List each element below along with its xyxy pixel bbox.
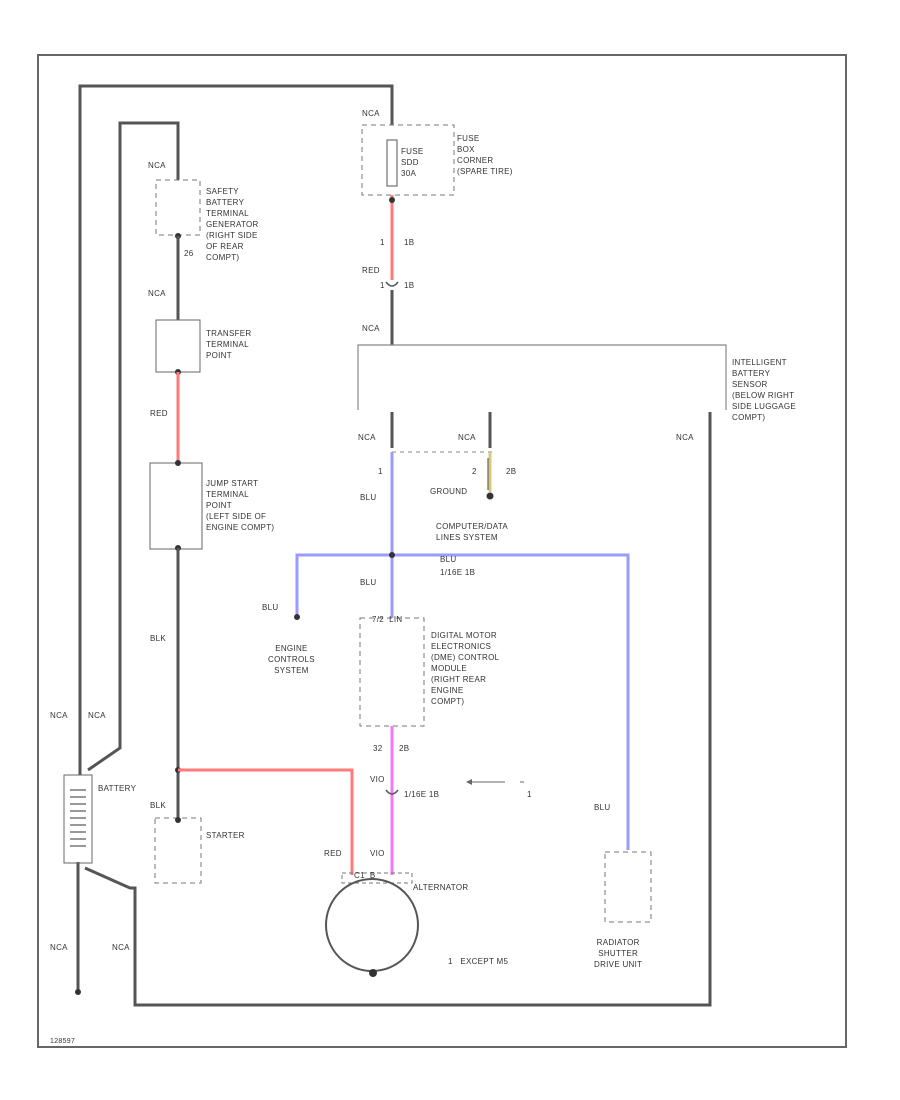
label-nca-left-2: NCA [88, 711, 106, 720]
wire-blue-bus [295, 553, 630, 850]
label-red-left: RED [150, 409, 168, 418]
starter [154, 817, 202, 884]
connector-symbol-vio [385, 789, 399, 795]
label-fuse-box: FUSE BOX CORNER (SPARE TIRE) [457, 134, 513, 176]
label-pin-1: 1 [378, 467, 383, 476]
label-dme: DIGITAL MOTOR ELECTRONICS (DME) CONTROL … [431, 631, 500, 706]
label-vio-1: VIO [370, 775, 385, 784]
label-radiator-shutter: RADIATOR SHUTTER DRIVE UNIT [594, 938, 643, 969]
transfer-terminal [155, 319, 201, 373]
battery-cells [70, 789, 86, 847]
label-computer-data-lines: COMPUTER/DATA LINES SYSTEM [436, 522, 509, 542]
label-fuse: FUSE SDD 30A [401, 147, 424, 178]
label-conn1-b: 1B [404, 238, 415, 247]
engine-controls-dot [294, 614, 300, 620]
ground-post-dot [75, 989, 81, 995]
label-blu-x: BLU [440, 555, 457, 564]
label-pin-2b-dme: 2B [399, 744, 410, 753]
connector-symbol [385, 281, 399, 287]
label-blu-1: BLU [360, 493, 377, 502]
arrow-head [466, 779, 472, 785]
label-pin-32: 32 [373, 744, 383, 753]
label-nca-fuse: NCA [362, 109, 380, 118]
label-blk-starter: BLK [150, 801, 167, 810]
alternator-ground-dot [369, 969, 377, 977]
label-blu-2: BLU [360, 578, 377, 587]
frame-outer [37, 54, 847, 1048]
label-nca-bottom-1: NCA [50, 943, 68, 952]
wire-battery-positive-main [78, 84, 394, 775]
label-safety-terminal: SAFETY BATTERY TERMINAL GENERATOR (RIGHT… [206, 187, 259, 262]
ibs-outline [357, 344, 727, 410]
fuse-element [386, 139, 398, 187]
jump-dot-top [175, 460, 181, 466]
label-nca-top-right: NCA [362, 324, 380, 333]
radiator-shutter-drive-unit [604, 851, 652, 923]
label-conn2-a: 1 [380, 281, 385, 290]
label-red-vert: RED [362, 266, 380, 275]
label-nca-ibs-3: NCA [676, 433, 694, 442]
label-nca-transfer: NCA [148, 289, 166, 298]
label-ground: GROUND [430, 487, 468, 496]
label-nca-ibs-1: NCA [358, 433, 376, 442]
label-blk-left: BLK [150, 634, 167, 643]
label-red-alt: RED [324, 849, 342, 858]
safety-battery-terminal [155, 179, 201, 236]
label-footnote: 1 EXCEPT M5 [448, 957, 509, 966]
label-dme-pins: 7/2 LIN [372, 615, 403, 624]
starter-dot [175, 817, 181, 823]
label-engine-controls: ENGINE CONTROLS SYSTEM [268, 644, 315, 675]
bus-splice-dot [389, 552, 395, 558]
label-alt-pins: C1 B [354, 871, 376, 880]
label-ibs: INTELLIGENT BATTERY SENSOR (BELOW RIGHT … [732, 358, 797, 422]
label-arrow-note: 1 [527, 790, 532, 799]
label-jump-start: JUMP START TERMINAL POINT (LEFT SIDE OF … [206, 479, 275, 532]
label-conn1-a: 1 [380, 238, 385, 247]
label-corner-id: 128597 [50, 1038, 76, 1045]
jump-start-terminal [149, 462, 203, 550]
wire-ground-loop [84, 412, 712, 1007]
label-pin-2b: 2B [506, 467, 517, 476]
alternator [325, 878, 419, 972]
label-nca-safety: NCA [148, 161, 166, 170]
label-nca-ibs-2: NCA [458, 433, 476, 442]
dme-module [359, 617, 425, 727]
ground-dot [486, 492, 494, 500]
wire-red-to-alternator [178, 768, 354, 875]
label-splice: 1/16E 1B [440, 568, 476, 577]
wire-battery-to-safety [87, 121, 180, 772]
label-conn-vio: 1/16E 1B [404, 790, 440, 799]
label-starter: STARTER [206, 831, 245, 840]
label-nca-left-1: NCA [50, 711, 68, 720]
label-transfer-terminal: TRANSFER TERMINAL POINT [206, 329, 252, 360]
label-nca-bottom-2: NCA [112, 943, 130, 952]
label-vio-alt: VIO [370, 849, 385, 858]
label-blu-left: BLU [262, 603, 279, 612]
alternator-terminals [341, 872, 413, 884]
label-blu-right: BLU [594, 803, 611, 812]
battery [63, 774, 93, 864]
label-pin-26: 26 [184, 249, 194, 258]
label-battery: BATTERY [98, 784, 137, 793]
fuse-dot [389, 197, 395, 203]
label-pin-2: 2 [472, 467, 477, 476]
label-conn2-b: 1B [404, 281, 415, 290]
label-alternator: ALTERNATOR [413, 883, 469, 892]
fuse-box [361, 124, 455, 196]
